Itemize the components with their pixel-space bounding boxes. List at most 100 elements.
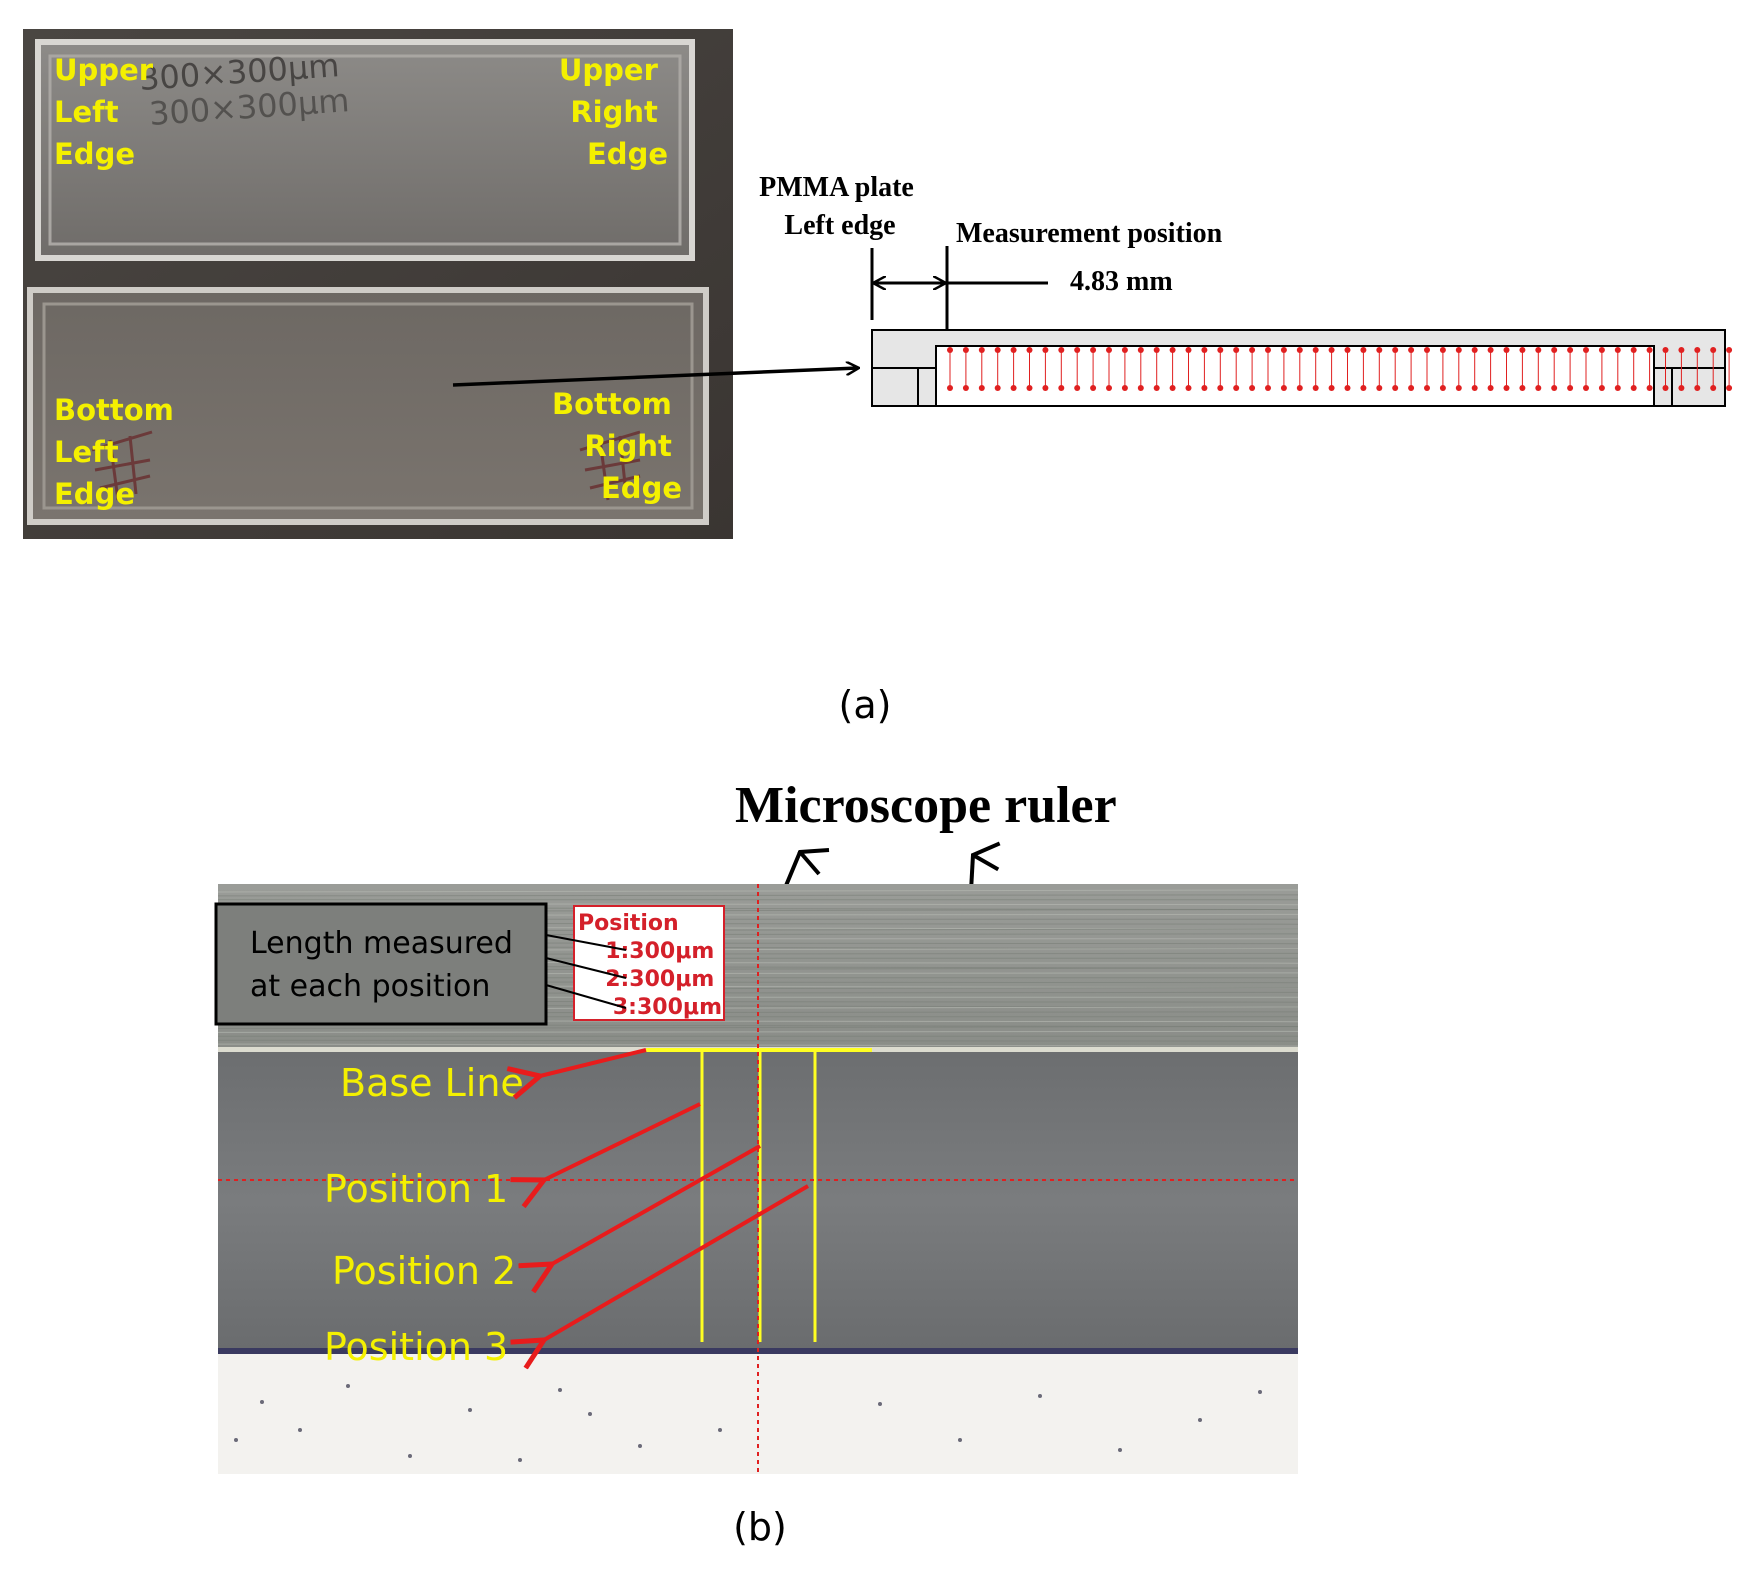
- measurement-dots: [947, 347, 1733, 391]
- length-measured-box: [214, 902, 548, 1026]
- measurement-dot: [1296, 347, 1303, 353]
- measurement-dot: [1551, 347, 1558, 353]
- position-box-rows: 1:300μm 2:300μm 3:300μm: [605, 939, 722, 1020]
- measurement-dot: [1678, 385, 1685, 391]
- measurement-dot: [1090, 385, 1097, 391]
- measurement-dot: [1121, 385, 1128, 391]
- measurement-dot: [994, 347, 1001, 353]
- arrow-base-line: [540, 1048, 647, 1076]
- pmma-photo: 300×300μm 300×300μm Upper Left Edge Uppe…: [23, 29, 733, 539]
- measurement-dot: [1726, 347, 1733, 353]
- surface-speck: [408, 1454, 412, 1458]
- scribble-left: [91, 430, 153, 501]
- measurement-dot: [1535, 385, 1542, 391]
- measurement-dot: [1042, 385, 1049, 391]
- measurement-dot: [1551, 385, 1558, 391]
- measurement-dot: [1010, 347, 1017, 353]
- measurement-dot: [1042, 347, 1049, 353]
- measurement-dot: [1487, 347, 1494, 353]
- measurement-dot: [1280, 347, 1287, 353]
- measurement-dot: [1249, 347, 1256, 353]
- surface-speck: [638, 1444, 642, 1448]
- measurement-dot: [1646, 347, 1653, 353]
- measurement-dot: [1265, 347, 1271, 353]
- measurement-dot: [1169, 347, 1176, 353]
- arrow-position-2: [552, 1144, 761, 1264]
- measurement-dot: [1137, 347, 1144, 353]
- label-position-1: Position 1: [324, 1167, 508, 1211]
- measurement-dot: [947, 385, 953, 391]
- measurement-dot: [1106, 385, 1112, 391]
- measurement-position-label: Measurement position: [956, 218, 1223, 249]
- measurement-dot: [1455, 385, 1462, 391]
- measurement-dot: [1217, 385, 1224, 391]
- surface-speck: [1118, 1448, 1122, 1452]
- measurement-dot: [1535, 347, 1542, 353]
- measurement-dot: [1296, 385, 1303, 391]
- plate-schematic: PMMA plate Left edge Measurement positio…: [759, 172, 1733, 407]
- position-box-title: Position: [578, 911, 679, 936]
- measurement-dot: [1153, 347, 1160, 353]
- measurement-dot: [1583, 385, 1589, 391]
- measurement-dot: [1280, 385, 1287, 391]
- lower-plate: [27, 287, 709, 525]
- measurement-dot: [978, 347, 985, 353]
- measurement-dot: [1201, 347, 1208, 353]
- measurement-dot: [1455, 347, 1462, 353]
- measurement-dot: [1424, 385, 1430, 391]
- measurement-dot: [1503, 385, 1510, 391]
- measurement-dot: [1265, 385, 1271, 391]
- surface-speck: [260, 1400, 264, 1404]
- label-base-line: Base Line: [340, 1061, 524, 1105]
- distance-label: 4.83 mm: [1070, 266, 1173, 297]
- measurement-dot: [1026, 347, 1033, 353]
- measurement-dot: [1153, 385, 1160, 391]
- channel: [935, 345, 1655, 407]
- label-bottom-left: Bottom Left Edge: [54, 393, 184, 511]
- measurement-dot: [1344, 347, 1351, 353]
- measurement-dot: [1392, 347, 1399, 353]
- measurement-dot: [1344, 385, 1351, 391]
- measurement-dot: [1519, 347, 1526, 353]
- measurement-dot: [1694, 385, 1701, 391]
- measurement-dot: [1376, 347, 1383, 353]
- surface-speck: [1198, 1418, 1202, 1422]
- surface-speck: [518, 1458, 522, 1462]
- measurement-dot: [1598, 385, 1605, 391]
- caption-b: (b): [733, 1505, 787, 1549]
- measurement-dot: [1487, 385, 1494, 391]
- surface-speck: [346, 1384, 350, 1388]
- measurement-dot: [1185, 385, 1192, 391]
- surface-speck: [234, 1438, 238, 1442]
- measurement-dot: [962, 347, 969, 353]
- measurement-dot: [1201, 385, 1208, 391]
- measurement-dot: [1312, 385, 1319, 391]
- measurement-dot: [1646, 385, 1653, 391]
- measurement-dot: [1408, 385, 1415, 391]
- measurement-dot: [1598, 347, 1605, 353]
- measurement-dot: [1408, 347, 1415, 353]
- measurement-dot: [1328, 385, 1335, 391]
- surface-speck: [468, 1408, 472, 1412]
- measurement-dot: [1074, 385, 1081, 391]
- measurement-dot: [1439, 385, 1446, 391]
- label-position-2: Position 2: [332, 1249, 516, 1293]
- measurement-dot: [1583, 347, 1589, 353]
- caption-a: (a): [839, 683, 892, 727]
- measurement-dot: [1233, 347, 1240, 353]
- leader-1: [545, 934, 627, 951]
- microscope-ruler-label: Microscope ruler: [735, 777, 1117, 834]
- measurement-dot: [1424, 347, 1430, 353]
- measurement-dot: [1567, 385, 1574, 391]
- scribble-right: [579, 430, 641, 501]
- measurement-dot: [1106, 347, 1112, 353]
- surface-speck: [1038, 1394, 1042, 1398]
- measurement-dot: [1439, 347, 1446, 353]
- arrow-position-1: [544, 1102, 701, 1180]
- surface-speck: [718, 1428, 722, 1432]
- surface-speck: [1258, 1390, 1262, 1394]
- leader-2: [545, 957, 627, 979]
- measurement-dot: [1630, 385, 1637, 391]
- measurement-dot: [1058, 385, 1065, 391]
